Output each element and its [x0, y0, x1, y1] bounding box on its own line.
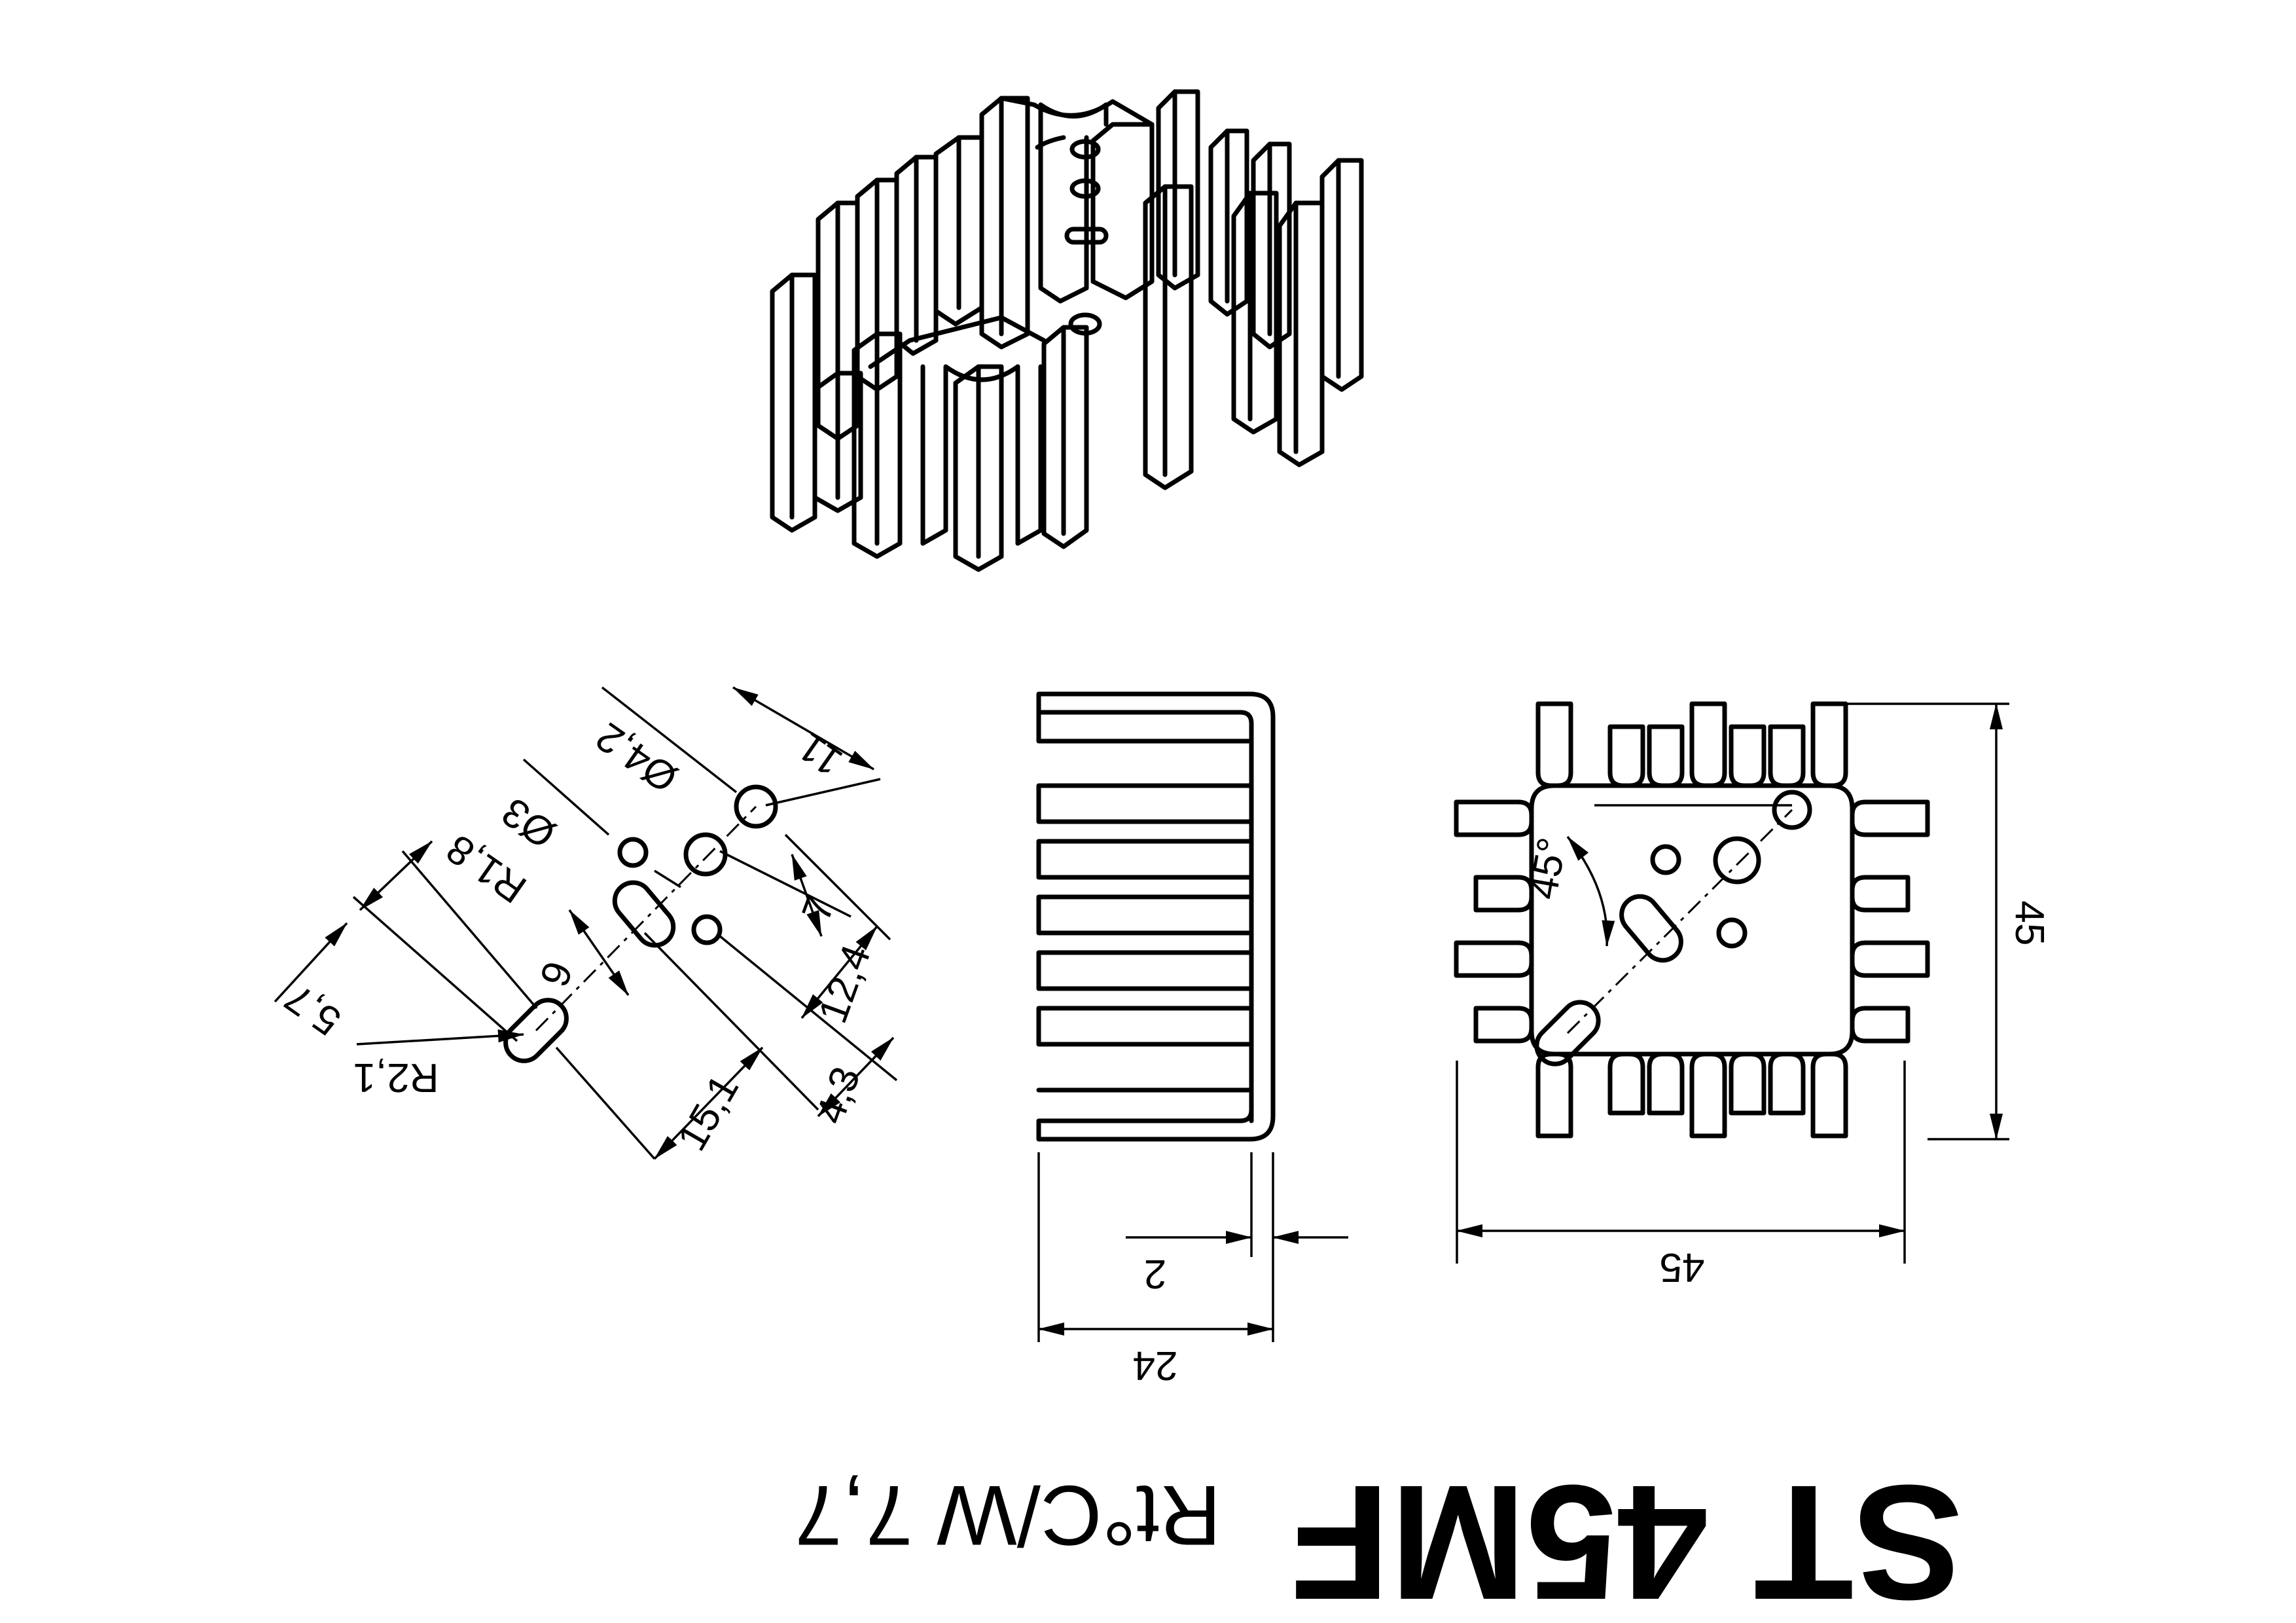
front-height-label: 45: [2007, 901, 2052, 946]
dim-15-1-label: 15,1: [669, 1067, 747, 1158]
side-depth-label: 24: [1133, 1343, 1178, 1388]
side-thickness-label: 2: [1144, 1251, 1166, 1296]
dim-7-label: 7: [793, 890, 844, 927]
dim-12-4-label: 12,4: [810, 939, 880, 1029]
detail-view: Ø4,2 Ø3 R1,8 R2,1 11 7 12,4 4,3 15,1 9 5…: [274, 686, 898, 1160]
dim-11-label: 11: [790, 723, 850, 784]
dia-small-label: Ø3: [494, 789, 564, 857]
front-angle-label: 45°: [1520, 834, 1575, 902]
front-width-label: 45: [1660, 1245, 1705, 1290]
dim-9-label: 9: [531, 956, 582, 993]
radius-end-label: R2,1: [353, 1055, 439, 1100]
thermal-resistance-label: Rt°C/W 7,7: [795, 1468, 1221, 1563]
dia-large-label: Ø4,2: [588, 714, 686, 801]
title-block: ST 45MF Rt°C/W 7,7: [795, 1451, 1963, 1623]
side-view: 24 2: [1036, 691, 1348, 1388]
dim-5-7-label: 5,7: [277, 975, 349, 1044]
front-view: 45 45 45°: [1454, 701, 2052, 1290]
isometric-view: [770, 89, 1364, 572]
part-name-title: ST 45MF: [1290, 1451, 1963, 1623]
